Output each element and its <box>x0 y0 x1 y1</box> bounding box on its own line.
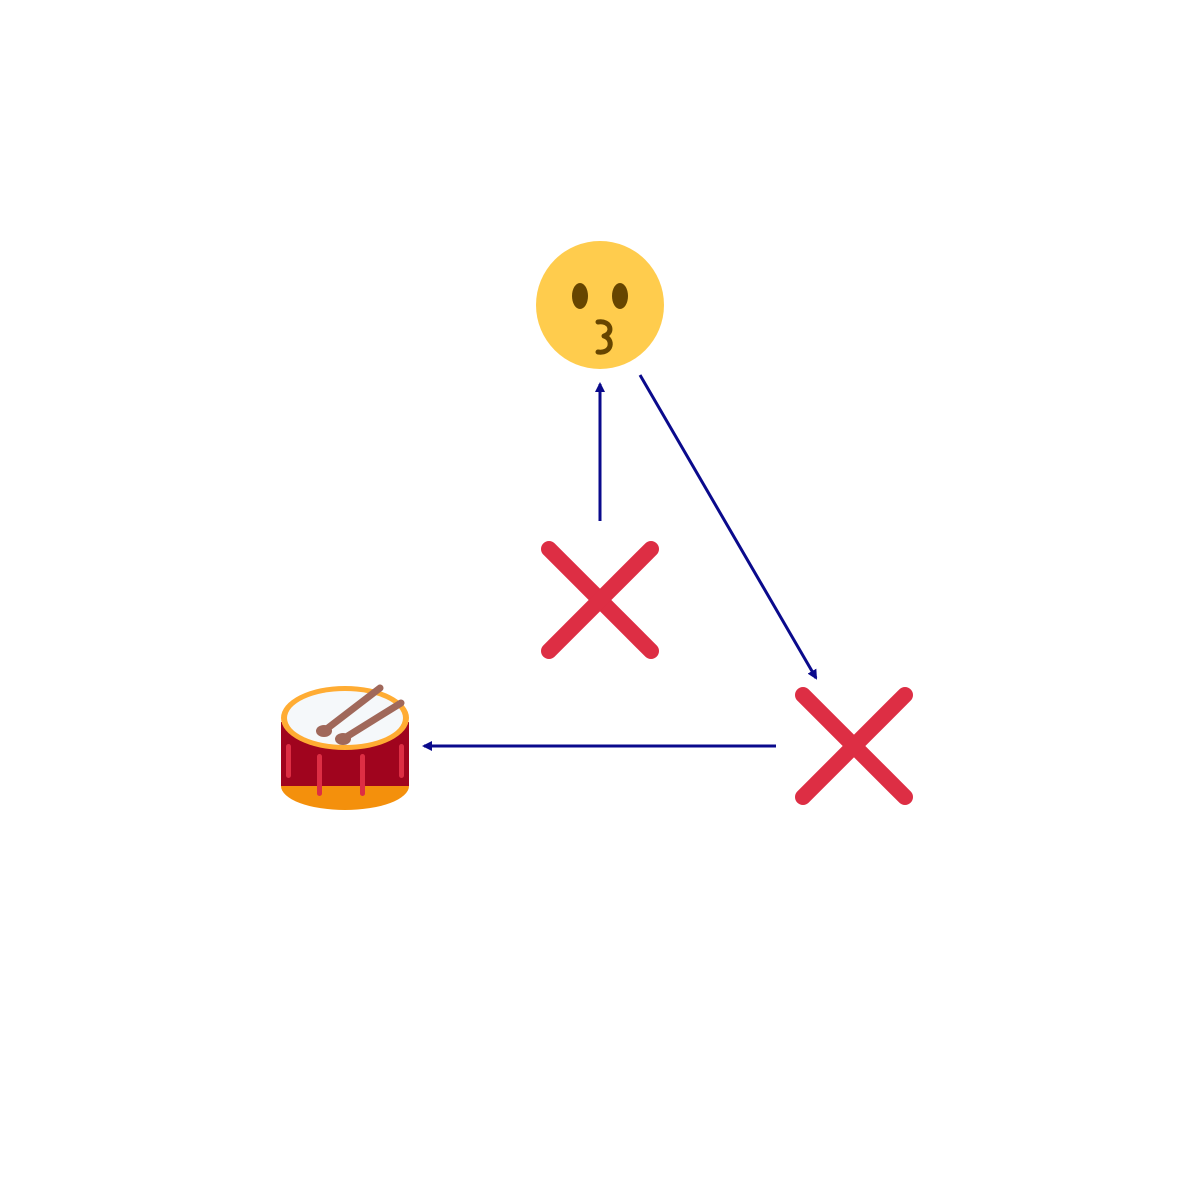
kissing-face-icon <box>536 241 664 369</box>
cross-mark-icon <box>795 687 913 805</box>
arrow-kiss-face-to-cross-right <box>638 374 818 680</box>
cross-mark-icon <box>541 541 659 659</box>
drum-icon <box>281 684 409 810</box>
